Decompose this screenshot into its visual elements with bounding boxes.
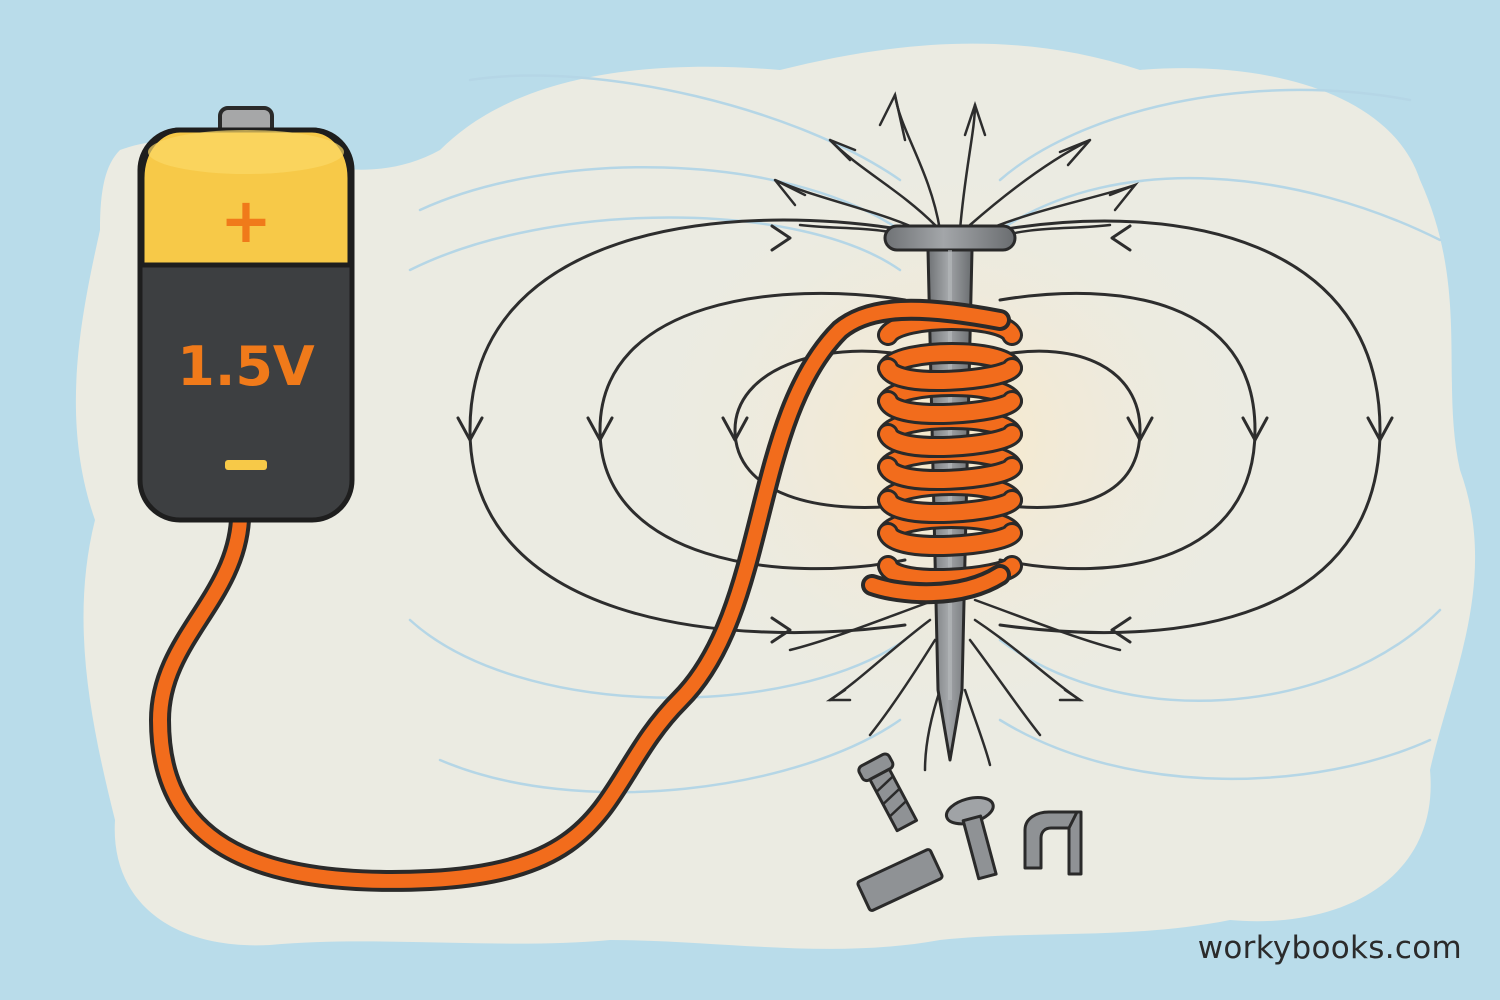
battery-icon: + 1.5V [137,106,355,523]
battery-positive-symbol: + [220,184,272,257]
bolt-icon [944,796,998,881]
nail-head [883,224,1017,252]
field-arrowheads [456,224,1394,644]
battery-voltage-label: 1.5V [177,335,315,398]
outer-field-curves [408,74,1442,794]
bottom-pole-field-branches [788,598,1122,772]
bar-icon [856,848,944,912]
battery-negative-symbol [225,460,267,470]
wire-coil [877,309,1023,590]
watermark-site-label: workybooks.com [1197,930,1462,966]
attracted-objects [856,752,1083,912]
screw-icon [857,752,919,833]
connecting-wire [149,298,1011,892]
staple-icon [1023,810,1083,876]
